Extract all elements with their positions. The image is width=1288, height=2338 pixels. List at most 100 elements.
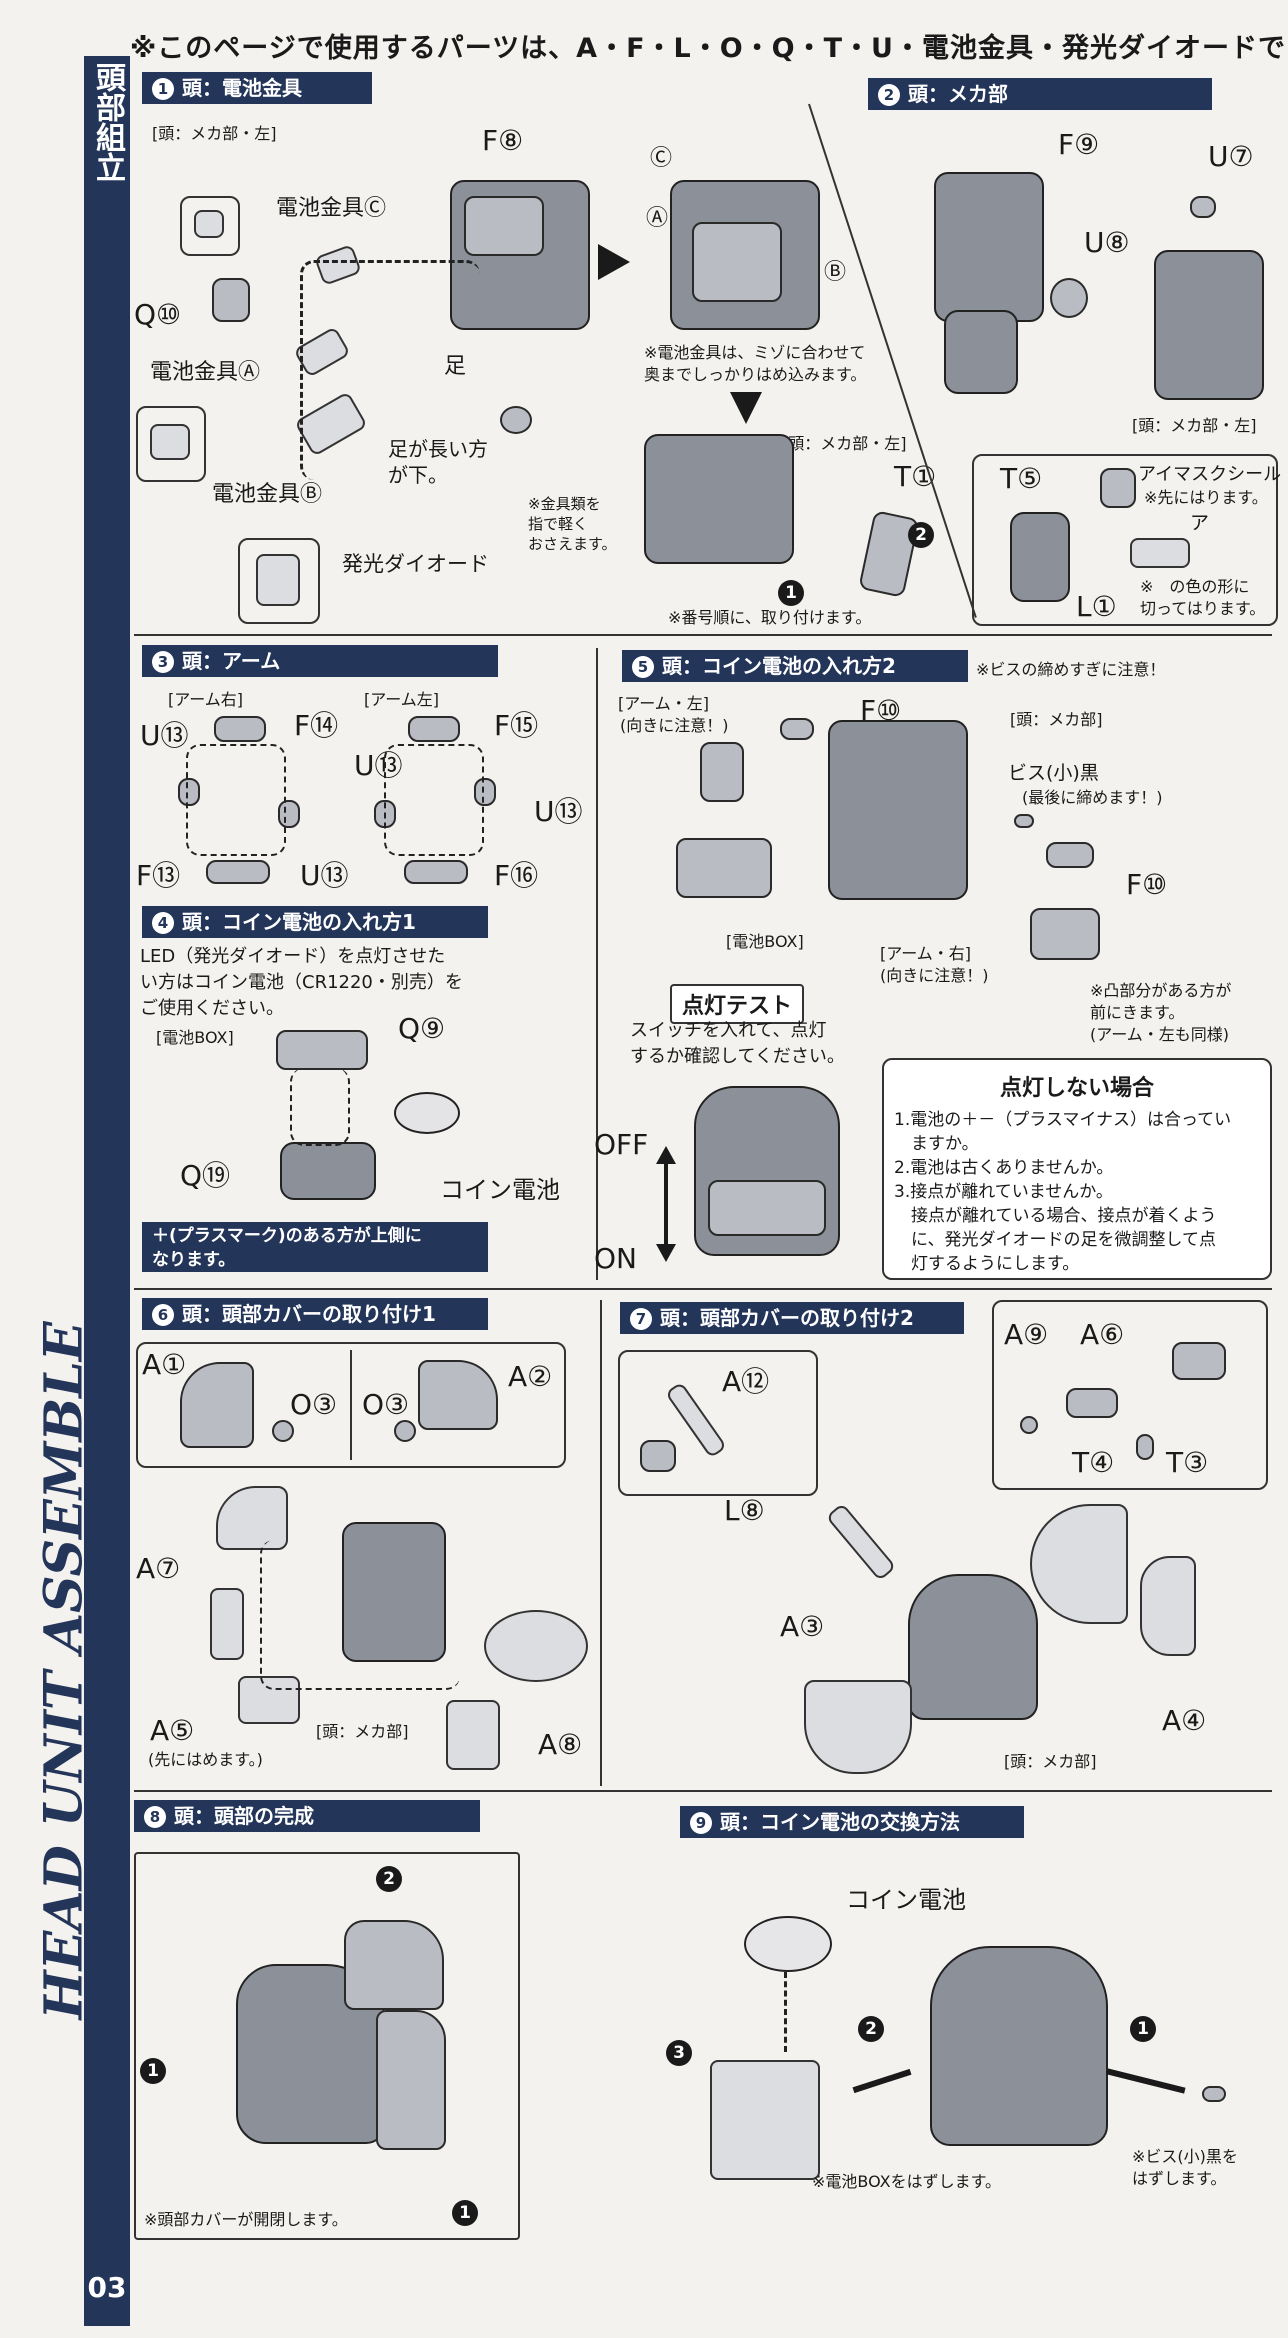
s7-part-a9 [1066, 1388, 1118, 1418]
no-light-item-3: 3.接点が離れていませんか。 接点が離れている場合、接点が着くよう に、発光ダイ… [894, 1182, 1217, 1274]
divider-3 [134, 1790, 1272, 1792]
s1-label-f8: F⑧ [482, 124, 524, 157]
s6-label-a7: A⑦ [136, 1552, 181, 1585]
s1-label-a: 電池金具Ⓐ [150, 360, 261, 385]
s4-label-coin: コイン電池 [440, 1176, 560, 1204]
divider-vertical [596, 648, 598, 1280]
no-light-item-1: 1.電池の＋－（プラスマイナス）は合ってい ますか。 [894, 1110, 1232, 1154]
s1-clip-a [150, 424, 190, 460]
s9-coin-battery [744, 1916, 832, 1972]
s3-part-f13 [206, 860, 270, 884]
s3-label-f13: F⑬ [136, 859, 181, 892]
section-1-title: 頭：電池金具 [182, 76, 302, 100]
no-light-box: 点灯しない場合 1.電池の＋－（プラスマイナス）は合ってい ますか。 2.電池は… [882, 1058, 1272, 1280]
s1-inset-c [180, 196, 240, 256]
s8-step-1b: 1 [452, 2200, 478, 2226]
s3-part-f15 [408, 716, 460, 742]
s6-label-a8: A⑧ [538, 1728, 583, 1761]
s3-arm-right: [アーム右] [168, 690, 244, 709]
test-text: スイッチを入れて、点灯 するか確認してください。 [630, 1020, 845, 1067]
s2-label-u8: U⑧ [1084, 226, 1130, 259]
s2-eyemask-note: ※先にはります。 [1144, 488, 1268, 507]
s2-sub-label: [頭：メカ部・左] [1132, 416, 1257, 435]
s1-arrow-down [730, 392, 762, 424]
s2-mecha-right [1154, 250, 1264, 400]
s4-plus-note-bar: ＋(プラスマーク)のある方が上側に なります。 [142, 1222, 488, 1272]
s1-label-q10: Q⑩ [134, 298, 182, 331]
s1-leg-note: 足が長い方 が下。 [388, 437, 488, 487]
s2-head-detail [1010, 512, 1070, 602]
s9-coin-label: コイン電池 [846, 1886, 966, 1914]
s8-cover-open [344, 1920, 444, 2010]
s7-mecha-label: [頭：メカ部] [1004, 1752, 1097, 1771]
divider-1 [134, 634, 1272, 636]
s6-mecha-label: [頭：メカ部] [316, 1722, 409, 1741]
s5-screw-note: (最後に締めます！) [1022, 788, 1163, 807]
s1-sub2: [頭：メカ部・左] [782, 434, 907, 453]
s4-box-label: [電池BOX] [156, 1028, 234, 1047]
s2-inset-box [972, 454, 1278, 626]
s2-mecha-top [934, 172, 1044, 322]
s9-step-3: 3 [666, 2040, 692, 2066]
s7-inset-right [992, 1300, 1268, 1490]
s6-label-a1: A① [142, 1348, 187, 1381]
s5-part-arm-left [700, 742, 744, 802]
s1-circ-b: Ⓑ [824, 260, 847, 285]
s8-frame [134, 1852, 520, 2240]
section-2-header: 2 頭：メカ部 [868, 78, 1212, 110]
s1-press-note: ※金具類を 指で軽く おさえます。 [528, 495, 617, 553]
s6-inset-box [136, 1342, 566, 1468]
section-3-title: 頭：アーム [182, 649, 281, 673]
s7-mecha-body [908, 1574, 1038, 1720]
s3-label-f14: F⑭ [294, 709, 339, 742]
s8-step-1: 1 [140, 2058, 166, 2084]
s8-note: ※頭部カバーが開閉します。 [144, 2210, 348, 2229]
s6-label-a2: A② [508, 1360, 553, 1393]
s3-arm-left: [アーム左] [364, 690, 440, 709]
s1-circ-a: Ⓐ [646, 206, 669, 231]
section-4-number: 4 [152, 912, 174, 934]
test-on-label: ON [594, 1242, 637, 1275]
s7-label-a4: A④ [1162, 1704, 1207, 1737]
no-light-title: 点灯しない場合 [999, 1076, 1154, 1101]
s3-guide-left [384, 744, 484, 856]
s1-circ-c: Ⓒ [650, 146, 673, 171]
s7-part-a3 [804, 1680, 912, 1774]
s7-part-t3 [1136, 1434, 1154, 1460]
s2-eyemask-sticker [1130, 538, 1190, 568]
s2-cut-note: ※ の色の形に 切ってはります。 [1140, 577, 1266, 618]
s2-part-t5 [1100, 468, 1136, 508]
s1-step-1: 1 [778, 580, 804, 606]
test-title: 点灯テスト [670, 984, 805, 1024]
s6-label-a5: A⑤ [150, 1714, 195, 1747]
s1-label-b: 電池金具Ⓑ [212, 482, 323, 507]
s2-label-u7: U⑦ [1208, 140, 1254, 173]
s1-clip-b [256, 554, 300, 606]
s6-part-o3b [394, 1420, 416, 1442]
section-8-title: 頭：頭部の完成 [174, 1804, 314, 1828]
section-2-title: 頭：メカ部 [908, 82, 1008, 106]
s3-part-u13d [278, 800, 300, 828]
section-9-number: 9 [690, 1812, 712, 1834]
s6-part-round [484, 1610, 588, 1682]
s3-part-f16 [404, 860, 468, 884]
s1-groove-note: ※電池金具は、ミゾに合わせて 奥までしっかりはめ込みます。 [644, 343, 867, 384]
divider-2 [134, 1288, 1272, 1290]
s4-plus-note: ＋(プラスマーク)のある方が上側に なります。 [152, 1226, 422, 1270]
s1-clip-c [194, 210, 224, 238]
section-3-number: 3 [152, 651, 174, 673]
s6-part-o3a [272, 1420, 294, 1442]
page-header-note: ※このページで使用するパーツは、A・F・L・O・Q・T・U・電池金具・発光ダイオ… [130, 33, 1288, 64]
test-arrow-up [656, 1146, 676, 1164]
s2-mecha-bottom [944, 310, 1018, 394]
s7-label-a9: A⑨ [1004, 1318, 1049, 1351]
test-arrow-down [656, 1244, 676, 1262]
s3-label-u13d: U⑬ [300, 859, 349, 892]
s1-inset-a [136, 406, 206, 482]
section-2-number: 2 [878, 84, 900, 106]
s7-part-cover [1030, 1504, 1128, 1624]
s9-battery-box [710, 2060, 820, 2180]
